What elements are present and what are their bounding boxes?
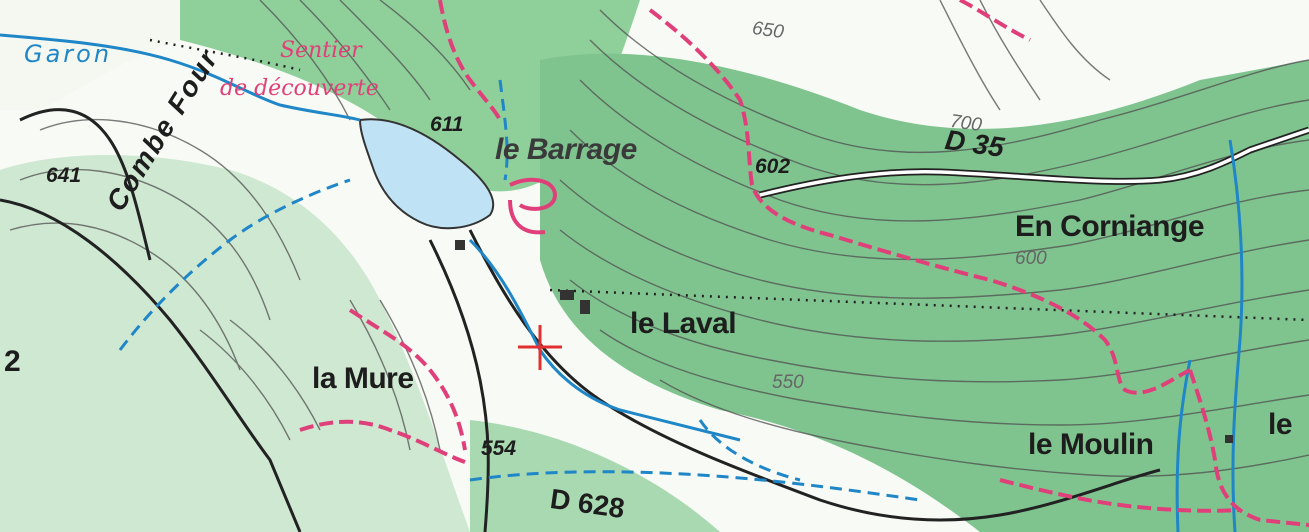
roads — [0, 108, 1161, 532]
lake-barrage — [358, 118, 495, 230]
hiking-trails — [299, 0, 1309, 527]
contour-lines — [9, 0, 1309, 477]
altitude-602: 602 — [755, 155, 791, 178]
altitude-641: 641 — [46, 164, 82, 187]
trail-label-sentier: Sentier — [280, 38, 362, 63]
place-label-barrage: le Barrage — [495, 133, 637, 166]
buildings — [455, 240, 1233, 443]
clearing-meadow — [0, 0, 180, 110]
contour-label-550: 550 — [772, 372, 804, 393]
place-label-la-mure: la Mure — [312, 362, 414, 395]
dotted-track-north — [149, 38, 301, 72]
intermittent-streams — [118, 79, 921, 502]
location-cross-marker — [518, 325, 562, 370]
contour-label-650: 650 — [750, 17, 786, 44]
streams — [0, 33, 1244, 532]
altitude-554: 554 — [481, 437, 517, 460]
place-label-en-corniange: En Corniange — [1015, 210, 1205, 243]
road-d35 — [759, 128, 1309, 197]
dotted-track-laval — [549, 288, 1309, 322]
edge-number-label: 2 — [4, 345, 21, 378]
trail-label-decouverte: de découverte — [220, 76, 379, 101]
forest-area-north — [180, 0, 640, 192]
forest-area-south — [470, 420, 720, 532]
place-label-le-laval: le Laval — [630, 307, 737, 340]
place-label-le-moulin: le Moulin — [1028, 428, 1154, 461]
place-label-le-partial: le — [1268, 408, 1293, 441]
forest-area-west — [0, 155, 470, 532]
trail-symbol — [508, 177, 558, 235]
river-label-garon: Garon — [24, 40, 113, 68]
forest-area-east — [540, 53, 1309, 532]
altitude-611: 611 — [430, 113, 464, 136]
contour-label-600: 600 — [1015, 248, 1047, 269]
